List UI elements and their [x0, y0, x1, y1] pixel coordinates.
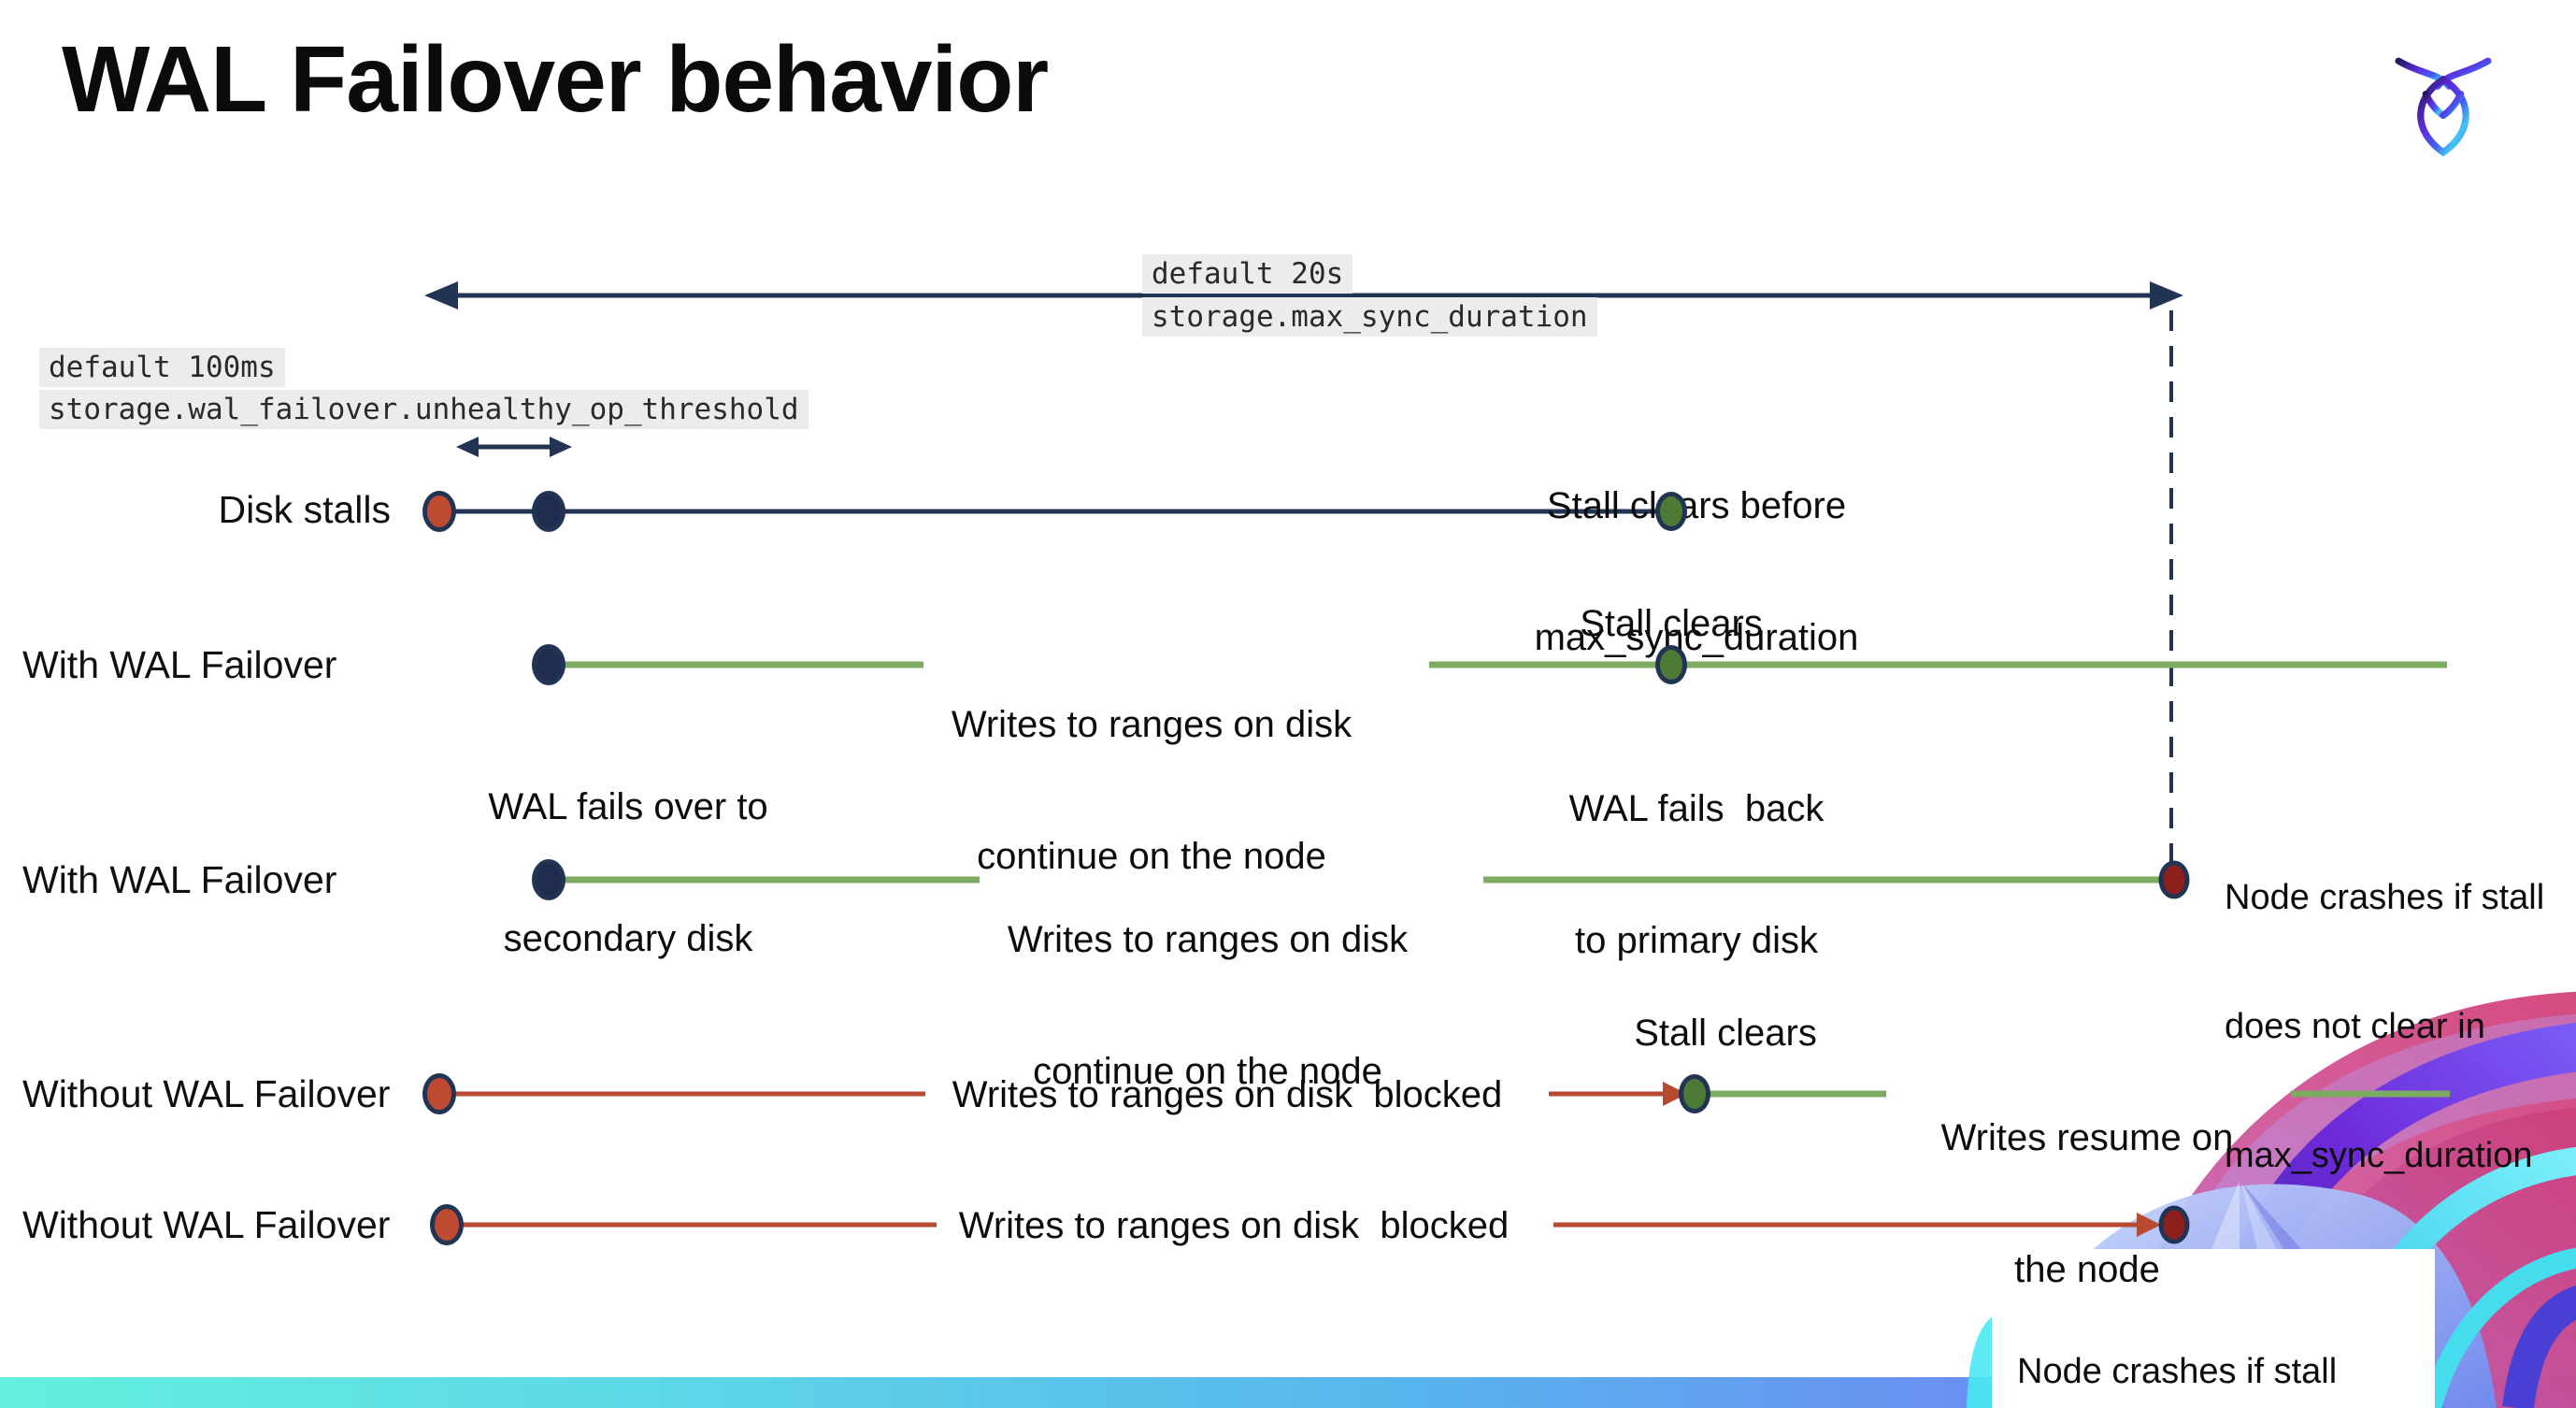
- writes-blocked-note: Writes to ranges on disk blocked: [958, 1205, 1510, 1246]
- note-line: Stall clears before: [1546, 485, 1847, 526]
- writes-resume-line: [1707, 1090, 1886, 1098]
- writes-continue-line: [1483, 876, 2174, 884]
- writes-resume-note: Writes resume on the node: [1941, 1028, 2234, 1380]
- max-sync-duration-arrow-line: [441, 293, 2167, 298]
- row-label-without-wal-failover-1: Without WAL Failover: [22, 1072, 391, 1115]
- failover-dot: [532, 859, 565, 900]
- stall-clears-dot: [1679, 1074, 1710, 1113]
- writes-continue-note: Writes to ranges on disk continue on the…: [952, 615, 1352, 967]
- note-line: Node crashes if stall: [2225, 878, 2545, 917]
- row-label-disk-stalls: Disk stalls: [218, 488, 391, 531]
- arrowhead-right-icon: [2150, 281, 2183, 309]
- threshold-default-label: default 100ms: [39, 348, 285, 387]
- writes-continue-line: [549, 661, 923, 668]
- note-line: max_sync_duration: [1534, 617, 1859, 658]
- writes-blocked-line: [1553, 1222, 2148, 1228]
- stall-clears-dot: [1655, 645, 1687, 684]
- stall-clears-dot: [1655, 492, 1687, 531]
- red-arrowhead-icon: [2137, 1213, 2161, 1237]
- failover-dot: [532, 644, 565, 685]
- threshold-arrowhead-left-icon: [456, 437, 479, 457]
- stall-start-dot: [430, 1204, 464, 1245]
- max-sync-setting-label: storage.max_sync_duration: [1142, 297, 1597, 337]
- writes-blocked-line: [447, 1222, 937, 1228]
- writes-continue-line: [549, 876, 980, 884]
- node-crash-note: Node crashes if stall does not clear in …: [2225, 790, 2544, 1263]
- writes-blocked-line: [1549, 1091, 1672, 1097]
- node-crash-dot: [2158, 860, 2190, 899]
- node-crash-note: Node crashes if stall does not clear in …: [2017, 1264, 2337, 1408]
- threshold-reached-dot: [532, 491, 565, 532]
- stall-clears-note: Stall clears: [1634, 1013, 1817, 1054]
- threshold-arrowhead-right-icon: [550, 437, 572, 457]
- max-sync-default-label: default 20s: [1142, 254, 1353, 294]
- note-line: secondary disk: [503, 918, 753, 959]
- writes-continue-note: Writes to ranges on disk continue on the…: [1008, 830, 1408, 1182]
- threshold-arrow-line: [471, 444, 553, 450]
- note-line: Writes to ranges on disk: [1007, 919, 1409, 960]
- stall-clears-before-note: Stall clears before max_sync_duration: [1535, 396, 1859, 748]
- note-line: max_sync_duration: [2225, 1136, 2533, 1175]
- page-title: WAL Failover behavior: [62, 27, 1049, 132]
- arrowhead-left-icon: [424, 281, 458, 309]
- note-line: WAL fails over to: [488, 786, 768, 827]
- note-line: Writes resume on: [1940, 1117, 2234, 1158]
- writes-blocked-line: [439, 1091, 925, 1097]
- note-line: continue on the node: [977, 836, 1326, 877]
- cockroachdb-logo-icon: [2395, 57, 2492, 157]
- stall-start-dot: [422, 1073, 456, 1114]
- failover-note: WAL fails over to secondary disk: [488, 697, 767, 1049]
- note-line: Node crashes if stall: [2017, 1352, 2338, 1391]
- note-line: does not clear in: [2225, 1007, 2485, 1046]
- crash-note-box: [1992, 1249, 2435, 1408]
- stall-start-dot: [422, 491, 456, 532]
- failback-note: WAL fails back to primary disk: [1569, 699, 1825, 1051]
- row-label-with-wal-failover-1: With WAL Failover: [22, 643, 337, 686]
- note-line: continue on the node: [1033, 1051, 1382, 1092]
- note-line: to primary disk: [1574, 920, 1819, 961]
- crash-deadline-dashed-line: [2169, 310, 2173, 862]
- writes-blocked-note: Writes to ranges on disk blocked: [952, 1074, 1503, 1115]
- row-label-without-wal-failover-2: Without WAL Failover: [22, 1203, 391, 1246]
- note-line: Writes to ranges on disk: [951, 704, 1352, 745]
- threshold-setting-label: storage.wal_failover.unhealthy_op_thresh…: [39, 390, 809, 429]
- note-line: WAL fails back: [1568, 788, 1825, 829]
- disk-stall-timeline: [439, 509, 1671, 514]
- writes-continue-line: [1429, 661, 2447, 668]
- stall-clears-note: Stall clears: [1580, 603, 1763, 644]
- note-line: the node: [2014, 1249, 2160, 1290]
- row-label-with-wal-failover-2: With WAL Failover: [22, 858, 337, 901]
- node-crash-dot: [2158, 1205, 2190, 1244]
- writes-resume-line: [2291, 1090, 2450, 1098]
